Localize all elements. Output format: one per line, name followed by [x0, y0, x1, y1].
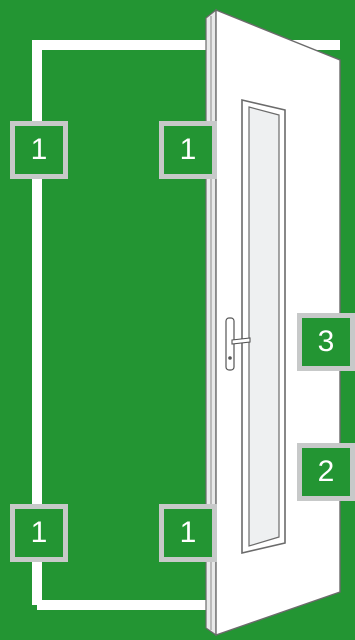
- hinge-right-bottom-badge: 1: [159, 504, 217, 562]
- lock-side-badge: 3: [297, 313, 355, 371]
- lower-side-badge: 2: [297, 443, 355, 501]
- hinge-left-top-badge: 1: [10, 121, 68, 179]
- glass-panel: [249, 107, 279, 546]
- hinge-left-bottom-badge: 1: [10, 504, 68, 562]
- hinge-right-top-badge: 1: [159, 121, 217, 179]
